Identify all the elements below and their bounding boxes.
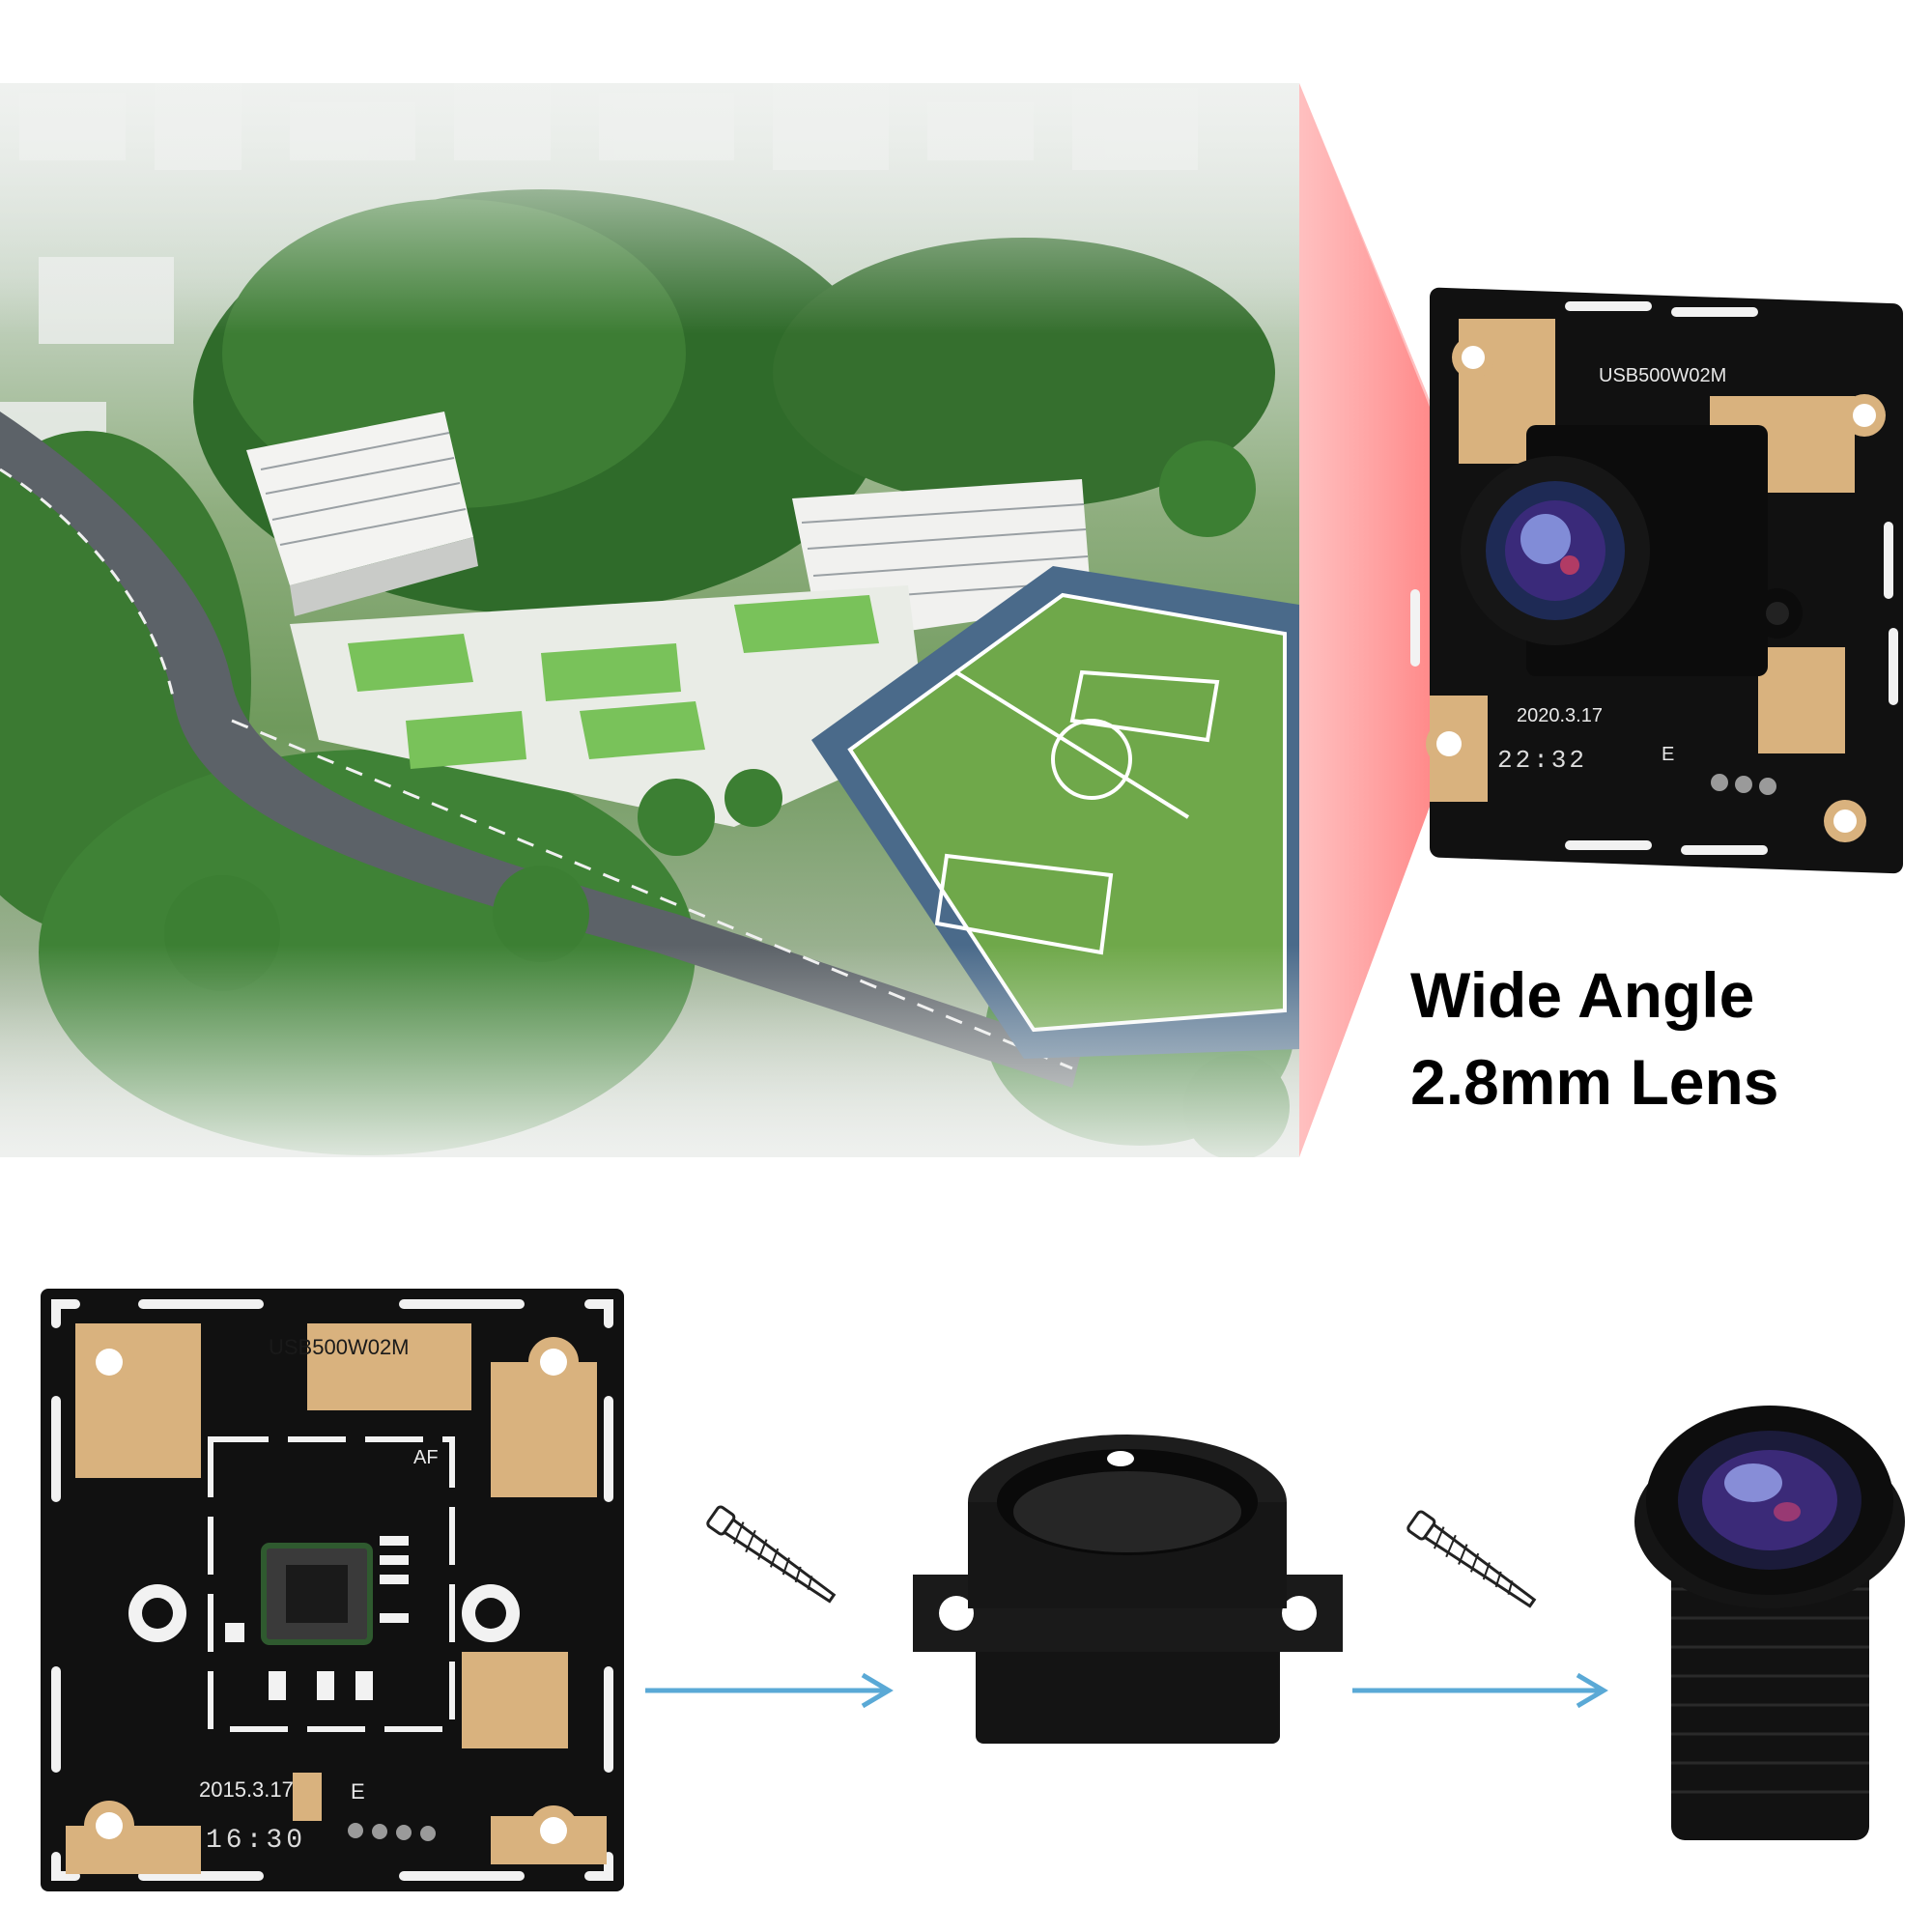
board-model-label: USB500W02M <box>269 1335 410 1359</box>
camera-lens-icon <box>1633 1386 1908 1850</box>
sky-haze <box>0 83 1299 334</box>
camera-board-bare: USB500W02M AF 2015.3.17 E 16:30 <box>37 1285 628 1895</box>
headline-line-2: 2.8mm Lens <box>1410 1046 1779 1118</box>
aerial-campus-scene <box>0 83 1299 1157</box>
sports-field <box>811 566 1299 1059</box>
screw-icon <box>696 1473 855 1642</box>
ground-haze <box>0 945 1299 1157</box>
board-suffix-label: E <box>351 1779 365 1804</box>
board-af-label: AF <box>413 1447 439 1468</box>
module-time-label: 22:32 <box>1497 746 1588 775</box>
arrow-right-icon <box>1352 1671 1613 1710</box>
module-suffix-label: E <box>1662 744 1675 765</box>
camera-module-assembled: USB500W02M 2020.3.17 E 22:32 <box>1391 280 1913 879</box>
module-model-label: USB500W02M <box>1599 365 1727 386</box>
module-date-label: 2020.3.17 <box>1517 705 1603 726</box>
arrow-right-icon <box>645 1671 898 1710</box>
board-date-label: 2015.3.17 <box>199 1777 294 1802</box>
feature-headline: Wide Angle 2.8mm Lens <box>1410 952 1913 1125</box>
lens-holder-mount <box>913 1430 1343 1748</box>
board-time-label: 16:30 <box>206 1826 307 1856</box>
headline-line-1: Wide Angle <box>1410 959 1755 1031</box>
screw-icon <box>1396 1478 1555 1647</box>
